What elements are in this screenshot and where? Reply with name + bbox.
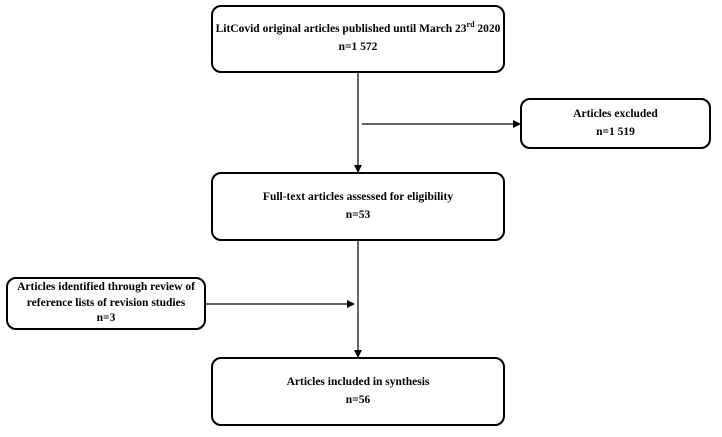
additional-count: n=3 <box>96 312 116 325</box>
identification-count: n=1 572 <box>338 41 378 53</box>
excluded-title: Articles excluded <box>573 107 658 120</box>
eligibility-title: Full-text articles assessed for eligibil… <box>262 190 454 203</box>
eligibility-box: Full-text articles assessed for eligibil… <box>211 172 505 241</box>
identification-title: LitCovid original articles published unt… <box>215 20 501 36</box>
additional-box: Articles identified through review of re… <box>6 277 206 330</box>
eligibility-count: n=53 <box>345 208 371 221</box>
excluded-box: Articles excluded n=1 519 <box>520 98 711 149</box>
included-box: Articles included in synthesis n=56 <box>211 357 505 426</box>
included-title: Articles included in synthesis <box>286 375 430 388</box>
additional-line-2: reference lists of revision studies <box>26 296 186 309</box>
identification-box: LitCovid original articles published unt… <box>211 5 505 73</box>
additional-line-1: Articles identified through review of <box>17 281 195 294</box>
excluded-count: n=1 519 <box>596 125 635 138</box>
included-count: n=56 <box>345 393 371 406</box>
